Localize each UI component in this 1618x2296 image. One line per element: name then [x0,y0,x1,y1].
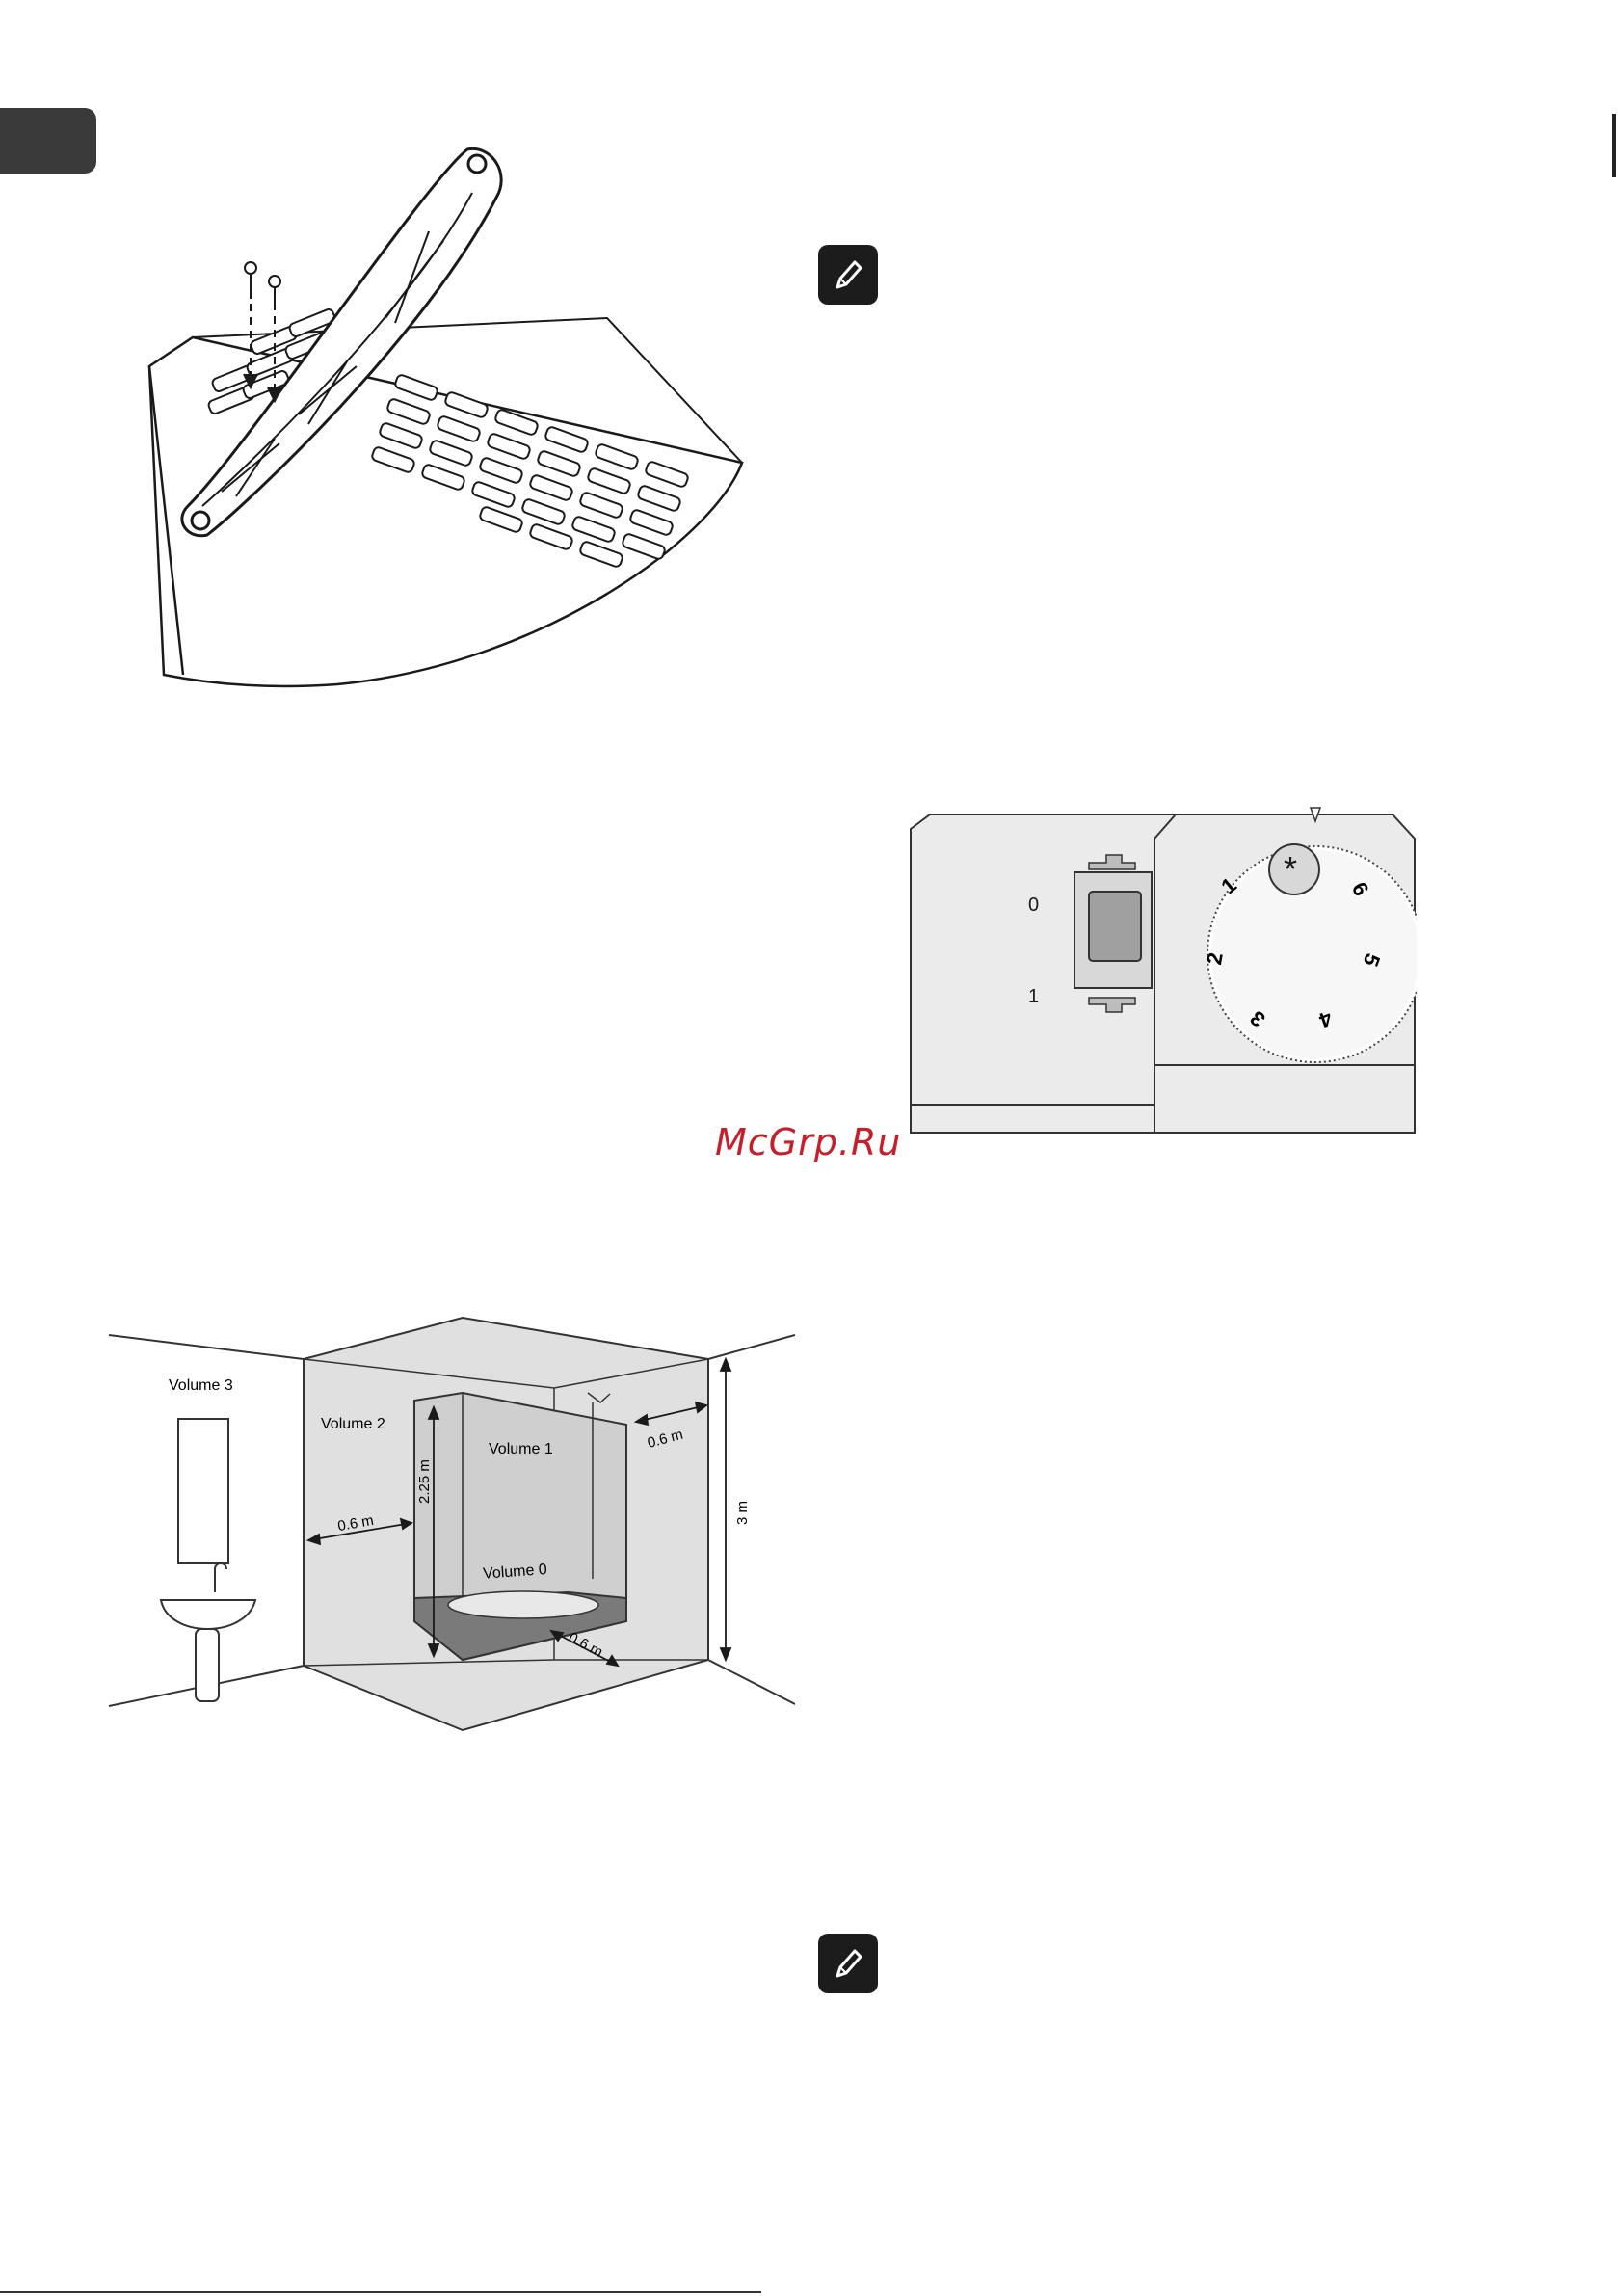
volume3-label: Volume 3 [169,1377,233,1394]
section-tab [0,108,96,174]
control-panel-figure: 0 1 * 1 2 3 4 5 6 [896,800,1417,1147]
height-outer-label: 3 m [734,1501,751,1525]
volume1-label: Volume 1 [489,1441,553,1457]
pencil-note-icon [818,1934,878,1993]
mounting-bracket-figure [135,125,761,704]
switch-label-1: 1 [1028,986,1039,1007]
bathroom-volumes-figure: Volume 3 Volume 2 Volume 1 Volume 0 0.6 … [101,1311,795,1735]
dial-frost-icon: * [1284,849,1297,889]
pencil-note-icon [818,245,878,305]
footer-rule [0,2291,761,2293]
volume2-label: Volume 2 [321,1416,385,1432]
switch-label-0: 0 [1028,894,1039,916]
edge-marker [1612,114,1616,177]
height-inner-label: 2.25 m [416,1459,433,1504]
power-switch [1074,855,1152,1012]
watermark: McGrp.Ru [715,1121,901,1163]
